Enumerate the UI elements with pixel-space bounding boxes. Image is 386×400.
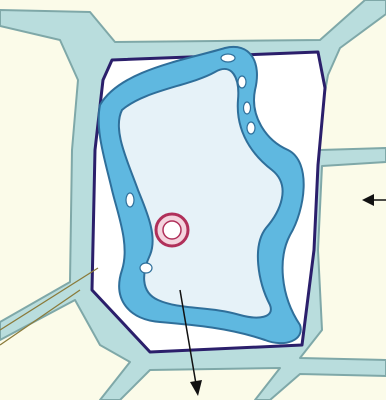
nucleus	[156, 214, 188, 246]
